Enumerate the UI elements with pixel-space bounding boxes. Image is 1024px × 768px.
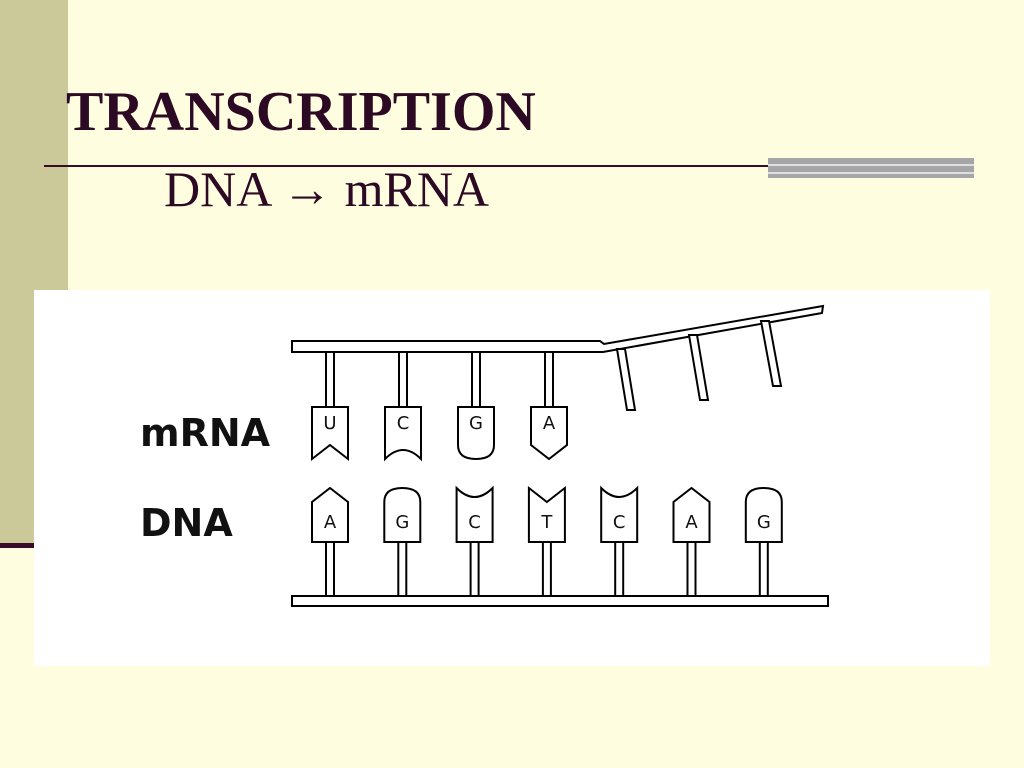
dna-stalk bbox=[325, 541, 335, 597]
dna-base-letter: A bbox=[685, 512, 698, 533]
dna-base-letter: A bbox=[324, 512, 337, 533]
dna-nucleotide: T bbox=[527, 485, 566, 597]
mrna-base-block bbox=[457, 406, 495, 461]
mrna-stalk bbox=[325, 351, 335, 408]
dna-base-letter: C bbox=[613, 512, 626, 533]
dna-base-block bbox=[744, 486, 783, 543]
dna-nucleotide: A bbox=[672, 486, 711, 597]
dna-stalk bbox=[541, 541, 552, 597]
mrna-stalk bbox=[398, 351, 408, 408]
mrna-backbone bbox=[291, 304, 825, 353]
right-arrow-icon: → bbox=[282, 161, 333, 217]
mrna-nucleotide: A bbox=[530, 351, 568, 461]
dna-nucleotide: C bbox=[600, 485, 639, 597]
accent-bar bbox=[768, 158, 974, 178]
mrna-base-letter: G bbox=[469, 413, 483, 434]
mrna-nucleotide: G bbox=[457, 351, 495, 461]
mrna-nucleotide: U bbox=[311, 351, 349, 462]
dna-base-block bbox=[527, 485, 566, 543]
dna-base-letter: G bbox=[395, 512, 409, 533]
mrna-stalk bbox=[544, 351, 554, 408]
slide-subtitle: DNA → mRNA bbox=[164, 160, 489, 218]
dna-nucleotide: A bbox=[311, 486, 349, 597]
dna-nucleotide: G bbox=[383, 486, 422, 597]
subtitle-to: mRNA bbox=[344, 161, 490, 217]
dna-base-block bbox=[600, 485, 639, 543]
dna-nucleotide: G bbox=[744, 486, 783, 597]
mrna-unpaired-stalk bbox=[687, 334, 710, 401]
dna-strand-label: DNA bbox=[140, 501, 233, 545]
mrna-base-letter: U bbox=[323, 413, 336, 434]
mrna-base-block bbox=[311, 406, 349, 462]
dna-base-letter: T bbox=[540, 512, 553, 533]
mrna-strand-label: mRNA bbox=[140, 411, 271, 455]
dna-base-block bbox=[311, 486, 349, 543]
transcription-diagram: mRNA DNA U C G A A G C T C A G bbox=[140, 304, 829, 607]
mrna-stalk bbox=[471, 351, 481, 408]
dna-base-letter: G bbox=[757, 512, 771, 533]
mrna-base-letter: A bbox=[543, 413, 556, 434]
dna-backbone bbox=[291, 595, 829, 607]
left-band-rule bbox=[0, 543, 36, 548]
dna-stalk bbox=[758, 541, 769, 597]
title-underline-rule bbox=[44, 165, 974, 167]
mrna-base-letter: C bbox=[397, 413, 410, 434]
dna-base-block bbox=[455, 485, 494, 543]
dna-base-block bbox=[383, 486, 422, 543]
mrna-base-block bbox=[384, 406, 422, 462]
mrna-unpaired-stalk bbox=[759, 320, 783, 387]
mrna-nucleotide: C bbox=[384, 351, 422, 462]
slide-title: TRANSCRIPTION bbox=[66, 81, 536, 143]
dna-stalk bbox=[397, 541, 408, 597]
mrna-base-block bbox=[530, 406, 568, 461]
subtitle-from: DNA bbox=[164, 161, 270, 217]
mrna-unpaired-stalk bbox=[615, 348, 637, 411]
dna-stalk bbox=[469, 541, 480, 597]
transcription-diagram-panel: mRNA DNA U C G A A G C T C A G bbox=[34, 290, 990, 666]
mrna-unpaired-stalks bbox=[615, 320, 783, 411]
dna-base-block bbox=[672, 486, 711, 543]
dna-base-letter: C bbox=[468, 512, 481, 533]
dna-nucleotide: C bbox=[455, 485, 494, 597]
dna-stalk bbox=[686, 541, 697, 597]
dna-stalk bbox=[614, 541, 625, 597]
